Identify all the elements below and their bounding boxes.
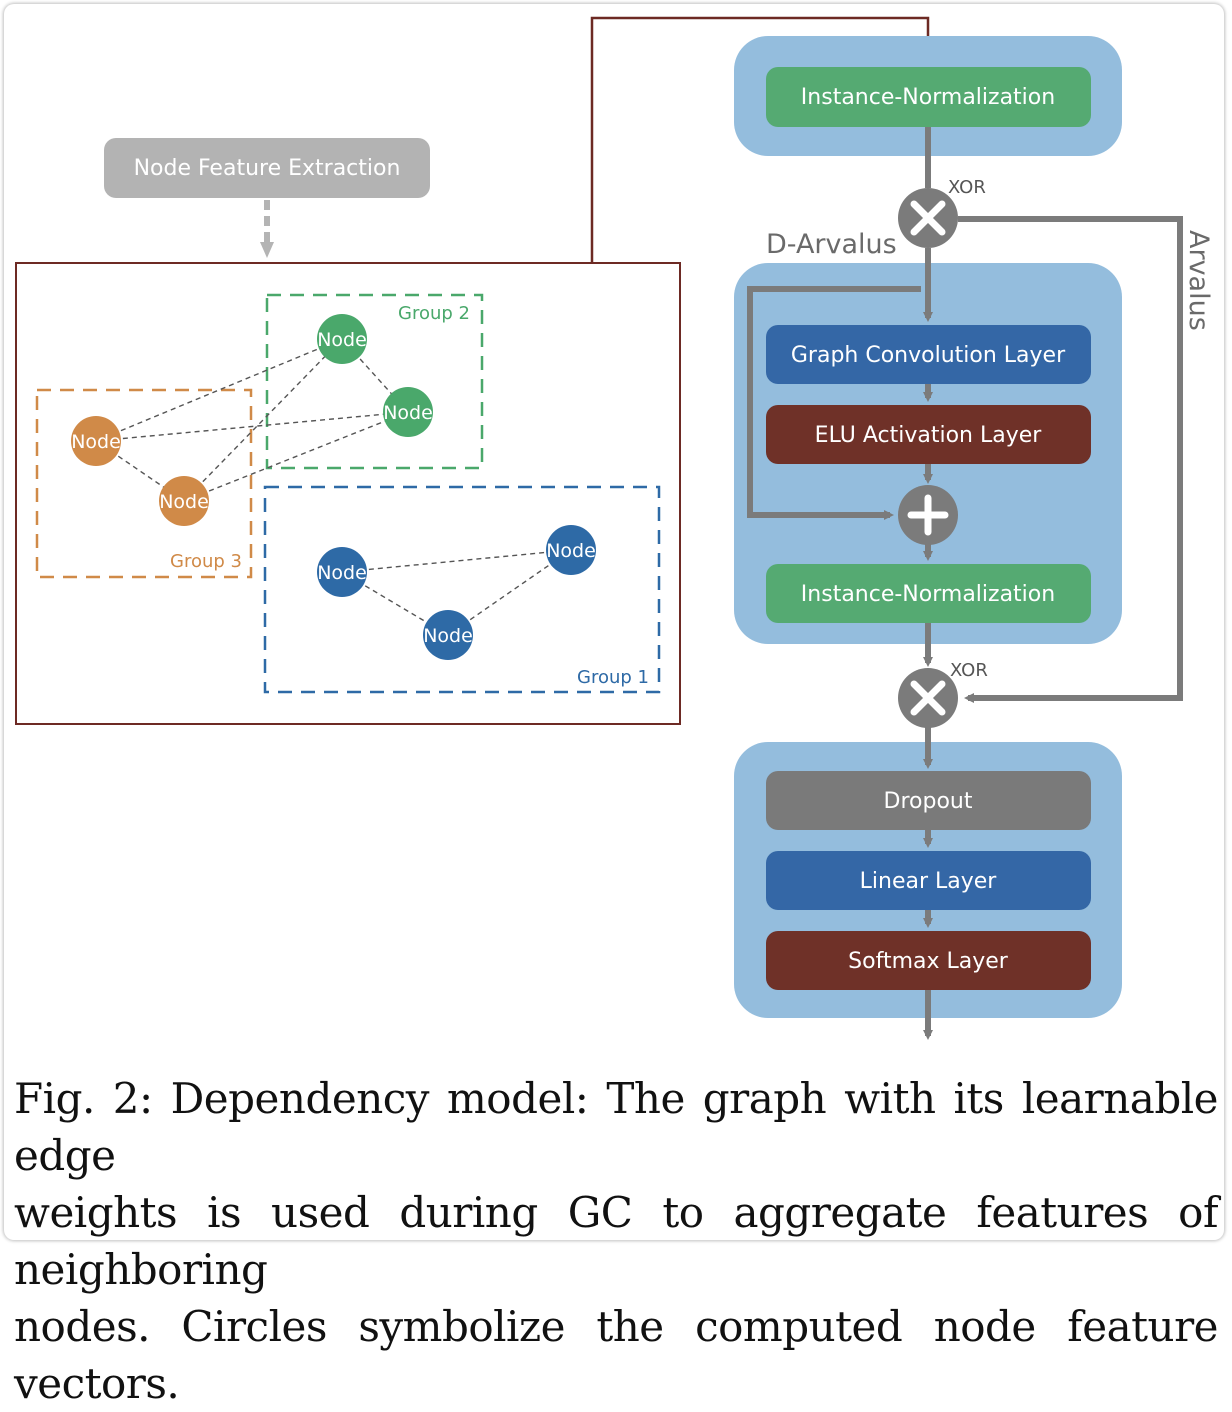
- graph-edge: [95, 411, 409, 442]
- group-2-box: [265, 293, 484, 470]
- instance-norm-mid-block: Instance-Normalization: [766, 564, 1091, 623]
- plus-icon: [907, 494, 949, 536]
- group-3-box: [35, 388, 253, 579]
- softmax-block: Softmax Layer: [766, 931, 1091, 990]
- instance-norm-top-label: Instance-Normalization: [801, 85, 1055, 110]
- caption-line: weights is used during GC to aggregate f…: [14, 1188, 1219, 1294]
- node-feature-extraction-label: Node Feature Extraction: [134, 156, 401, 181]
- instance-norm-mid-label: Instance-Normalization: [801, 582, 1055, 607]
- elu-block: ELU Activation Layer: [766, 405, 1091, 464]
- caption-line: nodes. Circles symbolize the computed no…: [14, 1302, 1219, 1408]
- linear-block: Linear Layer: [766, 851, 1091, 910]
- node-label: Node: [159, 491, 209, 513]
- dropout-label: Dropout: [884, 789, 973, 814]
- graph-edge: [447, 549, 572, 636]
- node-label: Node: [317, 562, 367, 584]
- node-blue-1: Node: [317, 547, 367, 597]
- node-label: Node: [546, 540, 596, 562]
- multiply-icon: [910, 200, 946, 236]
- xor-bottom-operator: [898, 668, 958, 728]
- node-label: Node: [383, 402, 433, 424]
- softmax-label: Softmax Layer: [848, 949, 1009, 974]
- group-1-label: Group 1: [577, 667, 649, 688]
- multiply-icon: [910, 680, 946, 716]
- node-blue-3: Node: [423, 610, 473, 660]
- node-orange-1: Node: [71, 416, 121, 466]
- node-blue-2: Node: [546, 525, 596, 575]
- xor-bottom-label: XOR: [950, 660, 988, 681]
- graph-frame: [15, 262, 681, 725]
- linear-label: Linear Layer: [860, 869, 998, 894]
- group-3-label: Group 3: [170, 551, 242, 572]
- dropout-block: Dropout: [766, 771, 1091, 830]
- node-green-2: Node: [383, 387, 433, 437]
- graph-edge: [183, 411, 409, 502]
- node-label: Node: [317, 329, 367, 351]
- pipeline-connectors: [747, 127, 1183, 1040]
- node-orange-2: Node: [159, 476, 209, 526]
- node-label: Node: [71, 431, 121, 453]
- caption-line: Fig. 2: Dependency model: The graph with…: [14, 1074, 1219, 1180]
- graph-edge: [341, 549, 572, 573]
- figure-caption: Fig. 2: Dependency model: The graph with…: [14, 1070, 1219, 1412]
- graph-edge: [183, 338, 343, 502]
- xor-top-label: XOR: [948, 177, 986, 198]
- instance-norm-top-block: Instance-Normalization: [766, 67, 1091, 127]
- xor-top-operator: [898, 188, 958, 248]
- node-green-1: Node: [317, 314, 367, 364]
- arvalus-label: Arvalus: [1183, 230, 1214, 331]
- group-1-box: [263, 485, 661, 694]
- group-2-label: Group 2: [398, 303, 470, 324]
- node-feature-extraction-box: Node Feature Extraction: [104, 138, 430, 198]
- add-operator: [898, 485, 958, 545]
- node-label: Node: [423, 625, 473, 647]
- d-arvalus-label: D-Arvalus: [766, 229, 897, 260]
- elu-label: ELU Activation Layer: [815, 423, 1043, 448]
- graph-conv-block: Graph Convolution Layer: [766, 325, 1091, 384]
- dependency-model-diagram: Node Feature Extraction Group 2 Group 3 …: [15, 16, 1214, 1040]
- graph-conv-label: Graph Convolution Layer: [791, 343, 1066, 368]
